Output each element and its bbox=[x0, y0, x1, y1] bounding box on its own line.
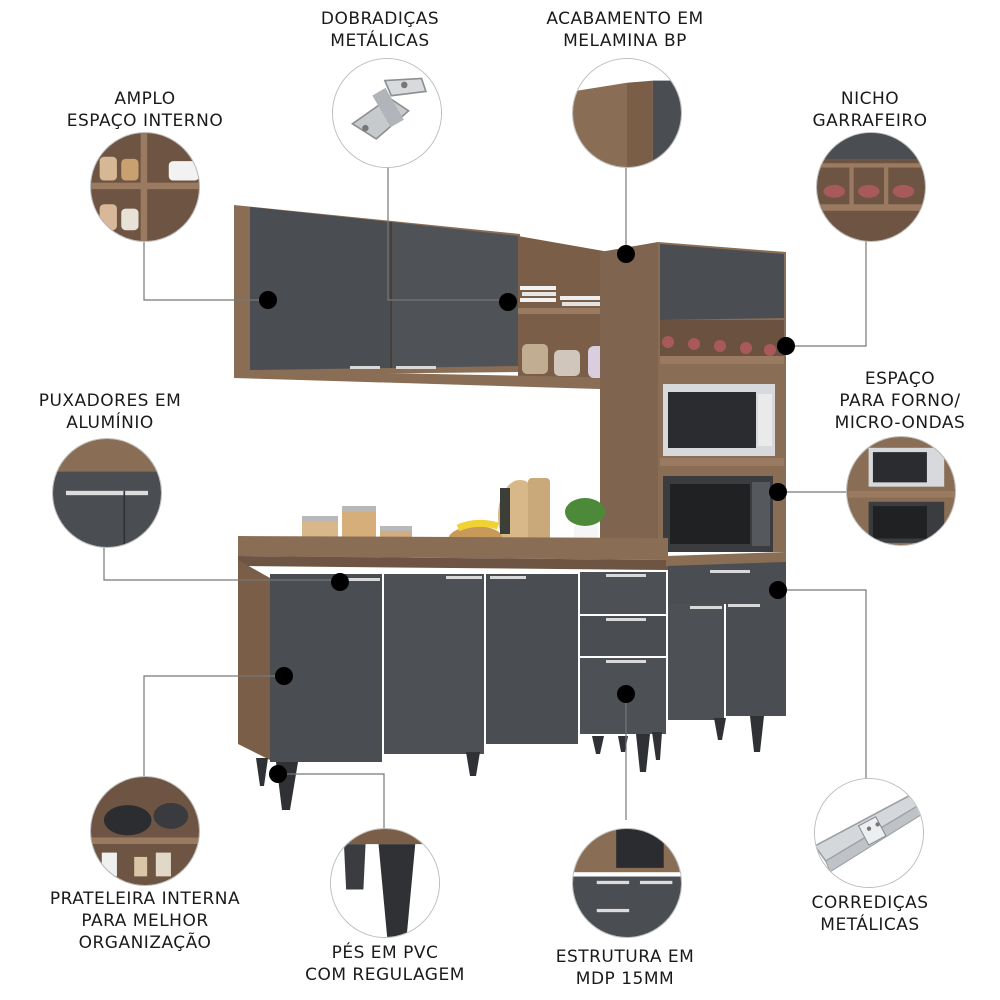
callout-lines bbox=[103, 162, 867, 830]
pvc-feet-detail-image bbox=[330, 828, 440, 938]
internal-shelf-detail-image bbox=[90, 776, 200, 886]
interior-space-detail-image bbox=[90, 132, 200, 242]
lower-cabinet bbox=[238, 536, 786, 810]
callout-dots bbox=[259, 245, 795, 783]
mdp-structure-detail-image bbox=[572, 828, 682, 938]
melamine-finish-detail-image bbox=[572, 58, 682, 168]
handle-detail-image bbox=[52, 438, 162, 548]
metal-slides-detail-image bbox=[814, 778, 924, 888]
wine-rack-detail-image bbox=[816, 132, 926, 242]
upper-cabinet bbox=[234, 205, 632, 390]
tower-cabinet bbox=[600, 242, 786, 552]
oven-space-detail-image bbox=[846, 436, 956, 546]
hinge-detail-image bbox=[332, 58, 442, 168]
